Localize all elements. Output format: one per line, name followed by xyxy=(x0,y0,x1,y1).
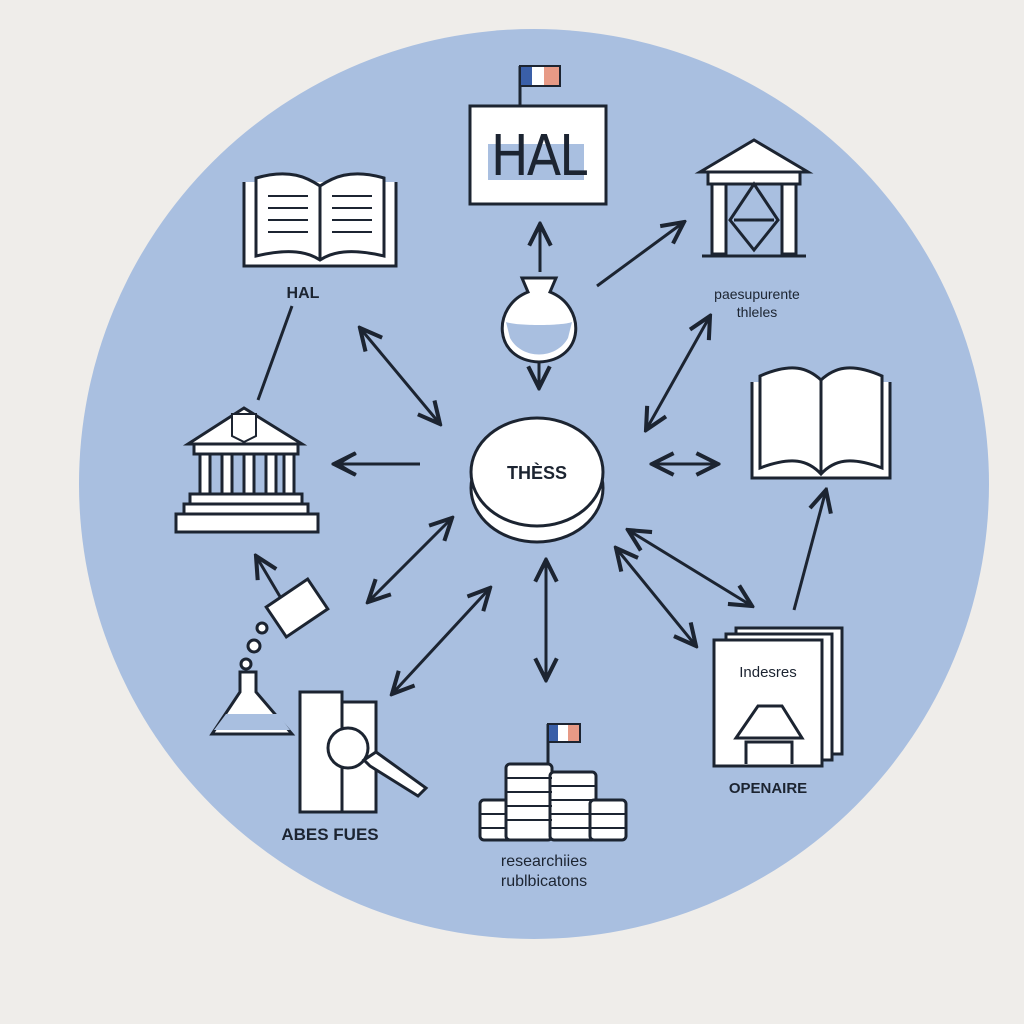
arrow-center-institution-lower xyxy=(646,316,710,430)
research-label-line-1: researchiies xyxy=(500,853,588,870)
arrow-flask-university xyxy=(256,556,284,601)
connectors xyxy=(256,222,826,694)
university-building-icon xyxy=(174,406,320,534)
openaire-label: OPENAIRE xyxy=(728,780,808,797)
arrow-openaire-book-right xyxy=(792,490,826,611)
arrow-center-institution xyxy=(596,222,684,288)
hal-sign-icon xyxy=(468,65,608,206)
center-node xyxy=(469,416,605,544)
openaire-card-text: Indesres xyxy=(739,664,797,681)
link-book-left-university xyxy=(256,305,294,401)
institution-label-line-1: paesupurente xyxy=(714,286,800,302)
arrow-book-left-center xyxy=(360,328,440,424)
arrow-center-left-down xyxy=(368,518,452,602)
open-book-right-icon xyxy=(750,366,892,480)
institution-icon xyxy=(694,138,814,258)
institution-label-line-2: thleles xyxy=(736,304,778,320)
flask-icon xyxy=(209,577,330,736)
arrow-center-openaire xyxy=(616,548,696,646)
arrow-center-abes xyxy=(392,588,490,694)
abes-label: ABES FUES xyxy=(281,825,379,844)
hal-sign-text: HAL xyxy=(490,124,587,189)
center-label: THÈSS xyxy=(506,463,567,483)
book-top-left-label: HAL xyxy=(286,285,320,302)
research-label-line-2: rublbicatons xyxy=(500,873,588,890)
document-stack-icon xyxy=(712,626,844,768)
arrow-to-university-double xyxy=(335,451,357,477)
funnel-icon xyxy=(500,276,578,388)
stacked-coins-icon xyxy=(478,723,628,842)
document-search-icon xyxy=(298,690,429,814)
open-book-icon xyxy=(242,172,398,268)
